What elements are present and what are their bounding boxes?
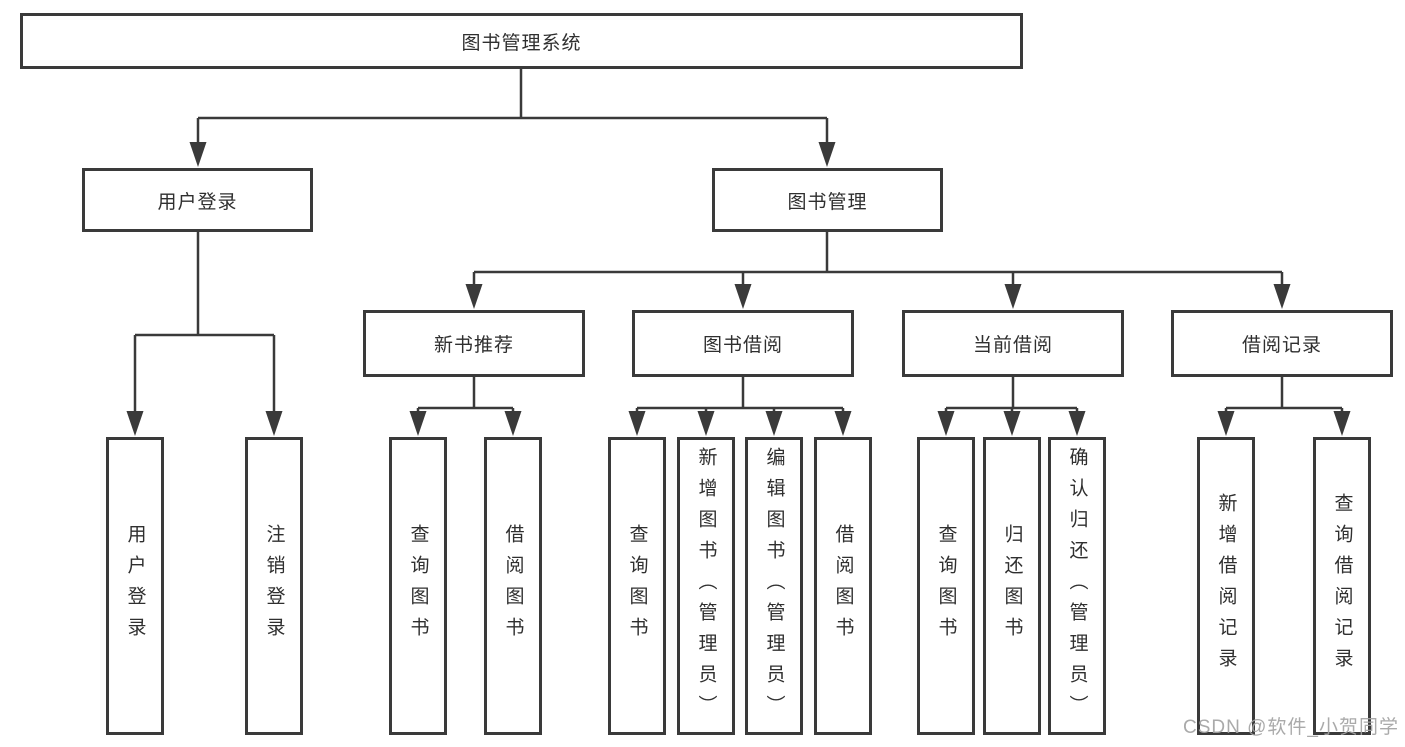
node-leaf-query-books-current-label: 查询图书: [935, 524, 957, 648]
node-root-label: 图书管理系统: [461, 32, 582, 54]
node-book-management: 图书管理: [712, 168, 943, 232]
node-new-book-recommend: 新书推荐: [363, 310, 585, 377]
node-leaf-query-borrow-record: 查询借阅记录: [1313, 437, 1371, 735]
node-leaf-query-books-borrow: 查询图书: [608, 437, 666, 735]
arrowheads: [126, 142, 1351, 436]
node-leaf-edit-books-admin: 编辑图书（管理员）: [745, 437, 803, 735]
node-current-borrow: 当前借阅: [902, 310, 1124, 377]
node-user-login-label: 用户登录: [157, 191, 238, 213]
node-leaf-query-books-borrow-label: 查询图书: [626, 524, 648, 648]
node-leaf-add-books-admin: 新增图书（管理员）: [677, 437, 735, 735]
node-leaf-query-books-recommend: 查询图书: [389, 437, 447, 735]
node-root: 图书管理系统: [20, 13, 1023, 69]
node-leaf-query-books-current: 查询图书: [917, 437, 975, 735]
node-leaf-return-books: 归还图书: [983, 437, 1041, 735]
node-leaf-borrow-books: 借阅图书: [814, 437, 872, 735]
node-leaf-add-borrow-record-label: 新增借阅记录: [1215, 493, 1237, 679]
node-leaf-query-books-recommend-label: 查询图书: [407, 524, 429, 648]
node-book-borrow-label: 图书借阅: [702, 335, 783, 356]
node-leaf-borrow-books-recommend-label: 借阅图书: [502, 524, 524, 648]
node-current-borrow-label: 当前借阅: [972, 335, 1053, 356]
node-leaf-add-borrow-record: 新增借阅记录: [1197, 437, 1255, 735]
node-book-management-label: 图书管理: [787, 191, 868, 213]
node-leaf-confirm-return-admin: 确认归还（管理员）: [1048, 437, 1106, 735]
node-borrow-records: 借阅记录: [1171, 310, 1393, 377]
node-user-login: 用户登录: [82, 168, 313, 232]
node-leaf-logout-label: 注销登录: [263, 524, 285, 648]
node-borrow-records-label: 借阅记录: [1241, 335, 1322, 356]
node-leaf-user-login-label: 用户登录: [124, 524, 146, 648]
node-leaf-user-login: 用户登录: [106, 437, 164, 735]
node-leaf-borrow-books-label: 借阅图书: [832, 524, 854, 648]
node-leaf-return-books-label: 归还图书: [1001, 524, 1023, 648]
node-leaf-confirm-return-admin-label: 确认归还（管理员）: [1066, 446, 1088, 726]
node-book-borrow: 图书借阅: [632, 310, 854, 377]
node-leaf-borrow-books-recommend: 借阅图书: [484, 437, 542, 735]
node-leaf-query-borrow-record-label: 查询借阅记录: [1331, 493, 1353, 679]
node-leaf-logout: 注销登录: [245, 437, 303, 735]
node-new-book-recommend-label: 新书推荐: [433, 335, 514, 356]
node-leaf-edit-books-admin-label: 编辑图书（管理员）: [763, 446, 785, 726]
node-leaf-add-books-admin-label: 新增图书（管理员）: [695, 446, 717, 726]
